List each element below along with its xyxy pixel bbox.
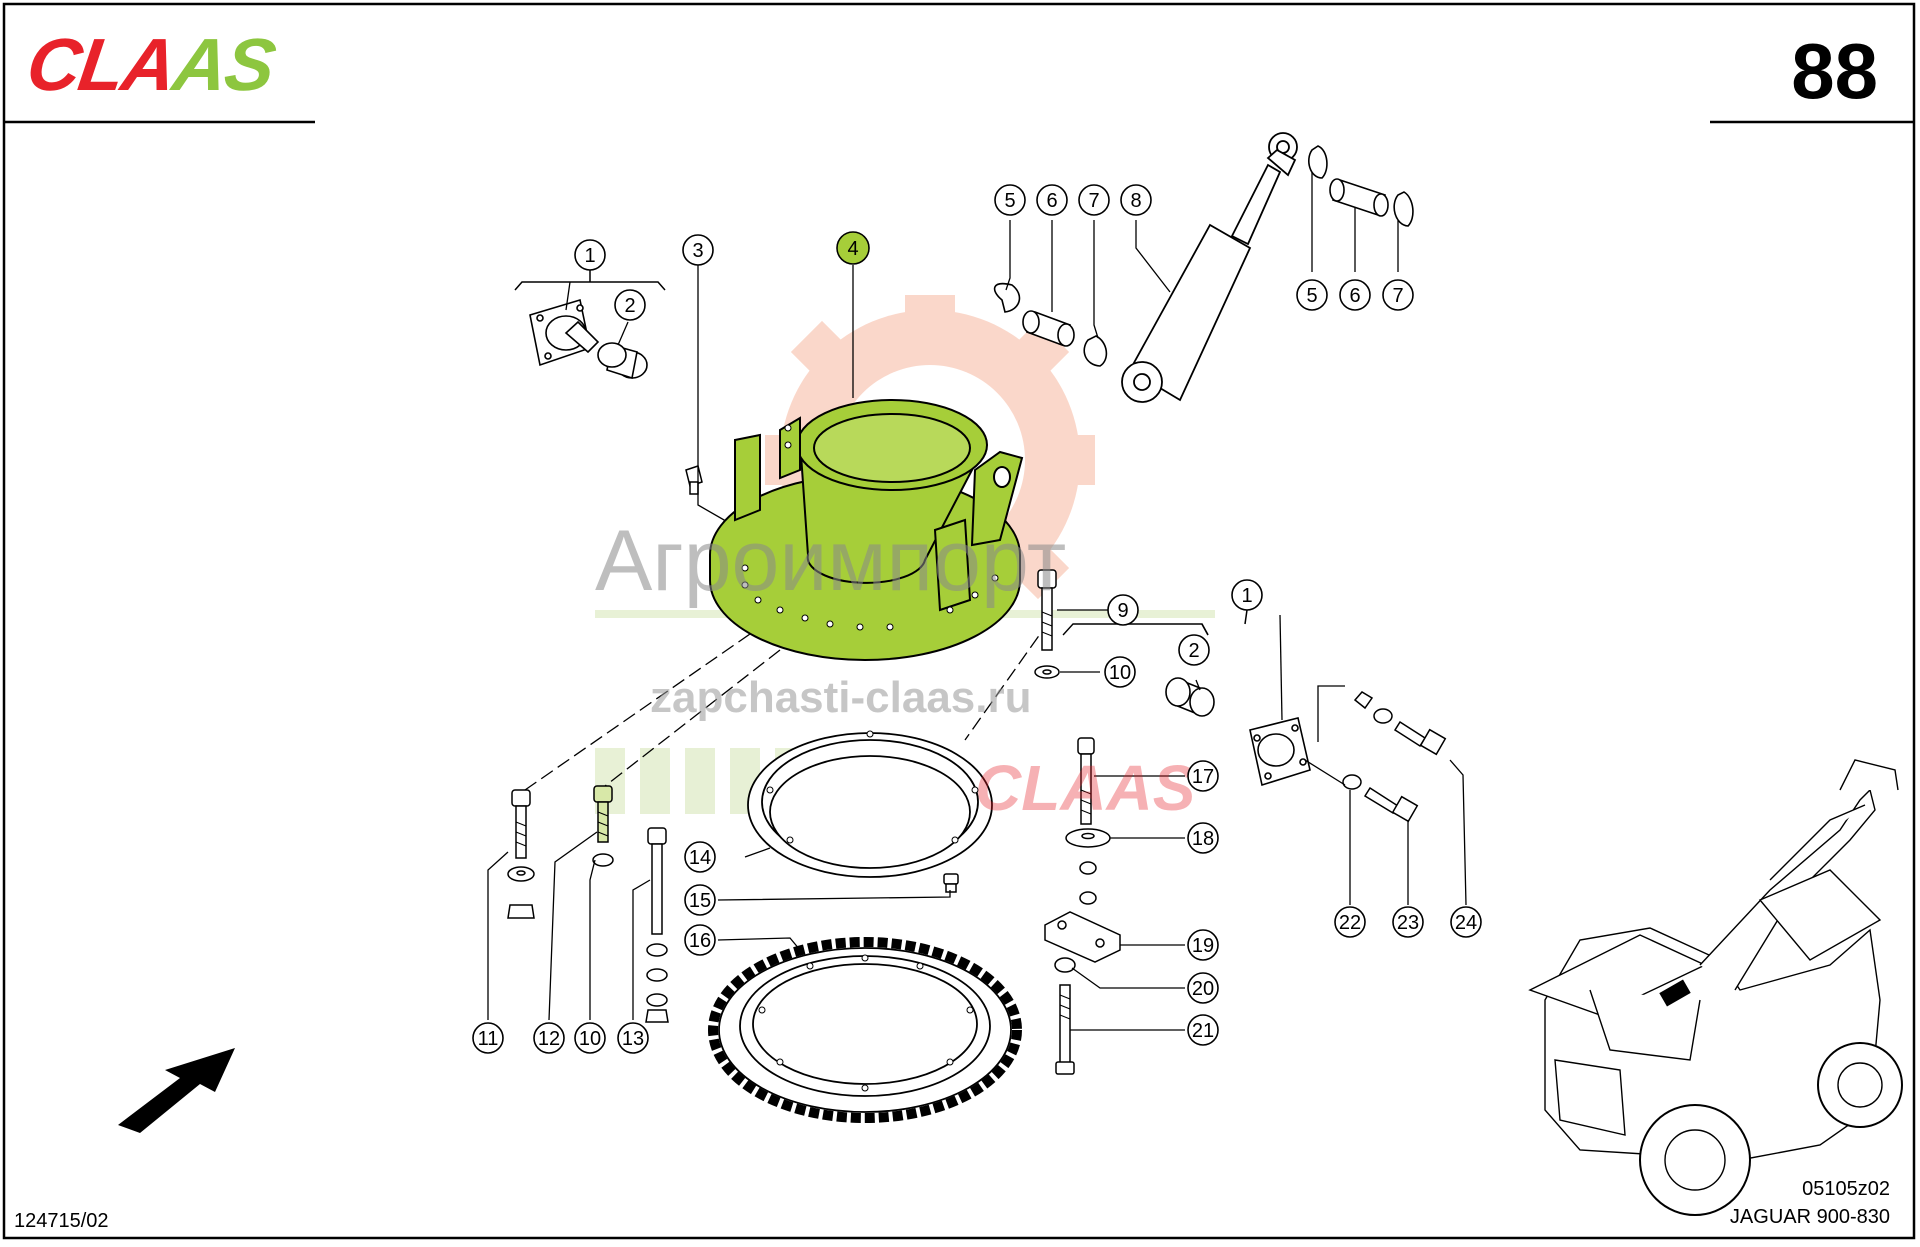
callout-15: 15 <box>689 890 711 912</box>
callout-4: 4 <box>847 238 858 260</box>
callout-6-left: 6 <box>1046 190 1057 212</box>
callout-5-right: 5 <box>1306 285 1317 307</box>
callout-17: 17 <box>1192 766 1214 788</box>
part-pin-left <box>1022 310 1075 347</box>
callout-16: 16 <box>689 930 711 952</box>
callout-7-left: 7 <box>1088 190 1099 212</box>
part-bolt-stack-12 <box>592 785 614 867</box>
callout-19: 19 <box>1192 935 1214 957</box>
part-bolt-21 <box>1055 984 1075 1075</box>
part-lock-clip-right <box>1083 335 1108 367</box>
callout-8: 8 <box>1130 190 1141 212</box>
watermark-brand: CLAAS <box>975 752 1196 824</box>
callout-24: 24 <box>1455 912 1477 934</box>
callout-20: 20 <box>1192 978 1214 1000</box>
callout-12: 12 <box>538 1028 560 1050</box>
part-clamp-19 <box>1044 911 1121 963</box>
callout-21: 21 <box>1192 1020 1214 1042</box>
callout-6-right: 6 <box>1349 285 1360 307</box>
part-flange-right <box>1165 677 1311 787</box>
part-housing-highlighted <box>709 399 1024 661</box>
callout-14: 14 <box>689 847 711 869</box>
part-washer-20 <box>1054 957 1076 973</box>
part-screw-15 <box>943 873 959 893</box>
callout-9: 9 <box>1117 600 1128 622</box>
logo-tail: AS <box>168 23 279 106</box>
part-grease-nipple <box>685 465 703 495</box>
part-toothed-ring-16 <box>708 937 1022 1123</box>
callout-2-upper: 2 <box>624 295 635 317</box>
part-lock-clip-far <box>1308 145 1414 227</box>
callout-10-lower: 10 <box>579 1028 601 1050</box>
part-bolt-17 <box>1077 737 1095 825</box>
part-cylinder <box>1121 132 1298 403</box>
page-number: 88 <box>1791 27 1878 115</box>
callout-10-right: 10 <box>1109 662 1131 684</box>
part-lock-clip-left <box>993 282 1021 313</box>
callout-2-right: 2 <box>1188 640 1199 662</box>
logo-main: CLA <box>22 23 180 106</box>
direction-arrow-icon <box>118 1048 235 1133</box>
part-flange-upper <box>529 298 648 380</box>
callout-11: 11 <box>478 1028 499 1050</box>
watermark-company: Агроимпорт <box>595 513 1066 609</box>
part-bolt-9 <box>1034 569 1060 679</box>
part-washer-18 <box>1065 828 1111 905</box>
callout-23: 23 <box>1397 912 1419 934</box>
harvester-location-inset <box>1528 759 1903 1216</box>
part-bolt-24 <box>1353 691 1447 756</box>
model-name: JAGUAR 900-830 <box>1729 1206 1890 1228</box>
callout-7-right: 7 <box>1392 285 1403 307</box>
part-bearing-ring-14 <box>747 730 993 878</box>
callout-22: 22 <box>1339 912 1361 934</box>
watermark-site: zapchasti-claas.ru <box>650 673 1032 722</box>
part-bolt-23 <box>1342 774 1419 823</box>
figure-code: 05105z02 <box>1802 1178 1890 1200</box>
callout-5-left: 5 <box>1004 190 1015 212</box>
callout-18: 18 <box>1192 828 1214 850</box>
part-bolt-stack-13 <box>645 827 669 1023</box>
drawing-id: 124715/02 <box>14 1210 109 1232</box>
callout-1-upper: 1 <box>584 245 595 267</box>
claas-logo: CLAAS <box>22 22 279 107</box>
callout-1-right: 1 <box>1241 585 1252 607</box>
callout-13: 13 <box>622 1028 644 1050</box>
part-bolt-stack-11 <box>507 789 535 919</box>
callout-3: 3 <box>692 240 703 262</box>
